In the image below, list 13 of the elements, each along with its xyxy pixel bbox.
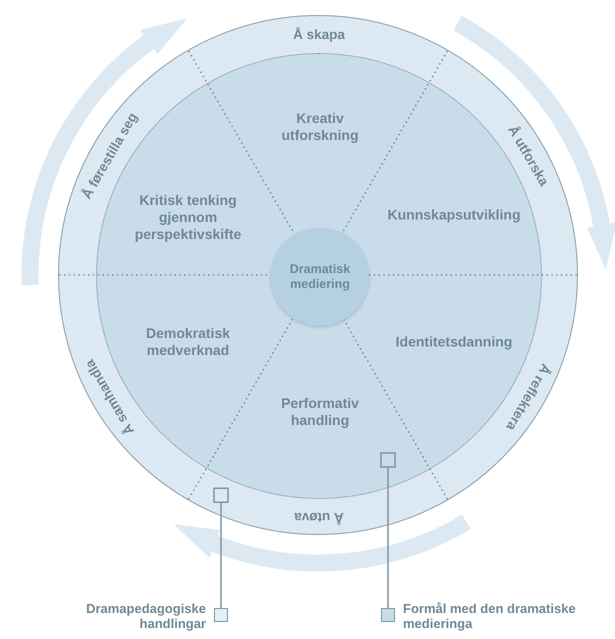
sector-label: Identitetsdanning bbox=[379, 334, 529, 350]
legend-text: Formål med den dramatiske medieringa bbox=[403, 602, 577, 632]
legend-text: Dramapedagogiske handlingar bbox=[85, 602, 206, 632]
sector-label: Kunnskapsutvikling bbox=[379, 206, 529, 224]
sector-label: Performativ handling bbox=[260, 395, 380, 429]
leader-line bbox=[380, 452, 396, 608]
ring-label: Å utøva bbox=[294, 508, 344, 526]
ring-label: Å skapa bbox=[293, 26, 345, 44]
leader-line bbox=[213, 487, 229, 608]
sector-label: Kreativ utforskning bbox=[260, 110, 380, 144]
sector-label: Demokratisk medverknad bbox=[128, 325, 248, 359]
center-circle: Dramatisk mediering bbox=[271, 228, 369, 326]
sector-label: Kritisk tenking gjennom perspektivskifte bbox=[113, 192, 263, 242]
